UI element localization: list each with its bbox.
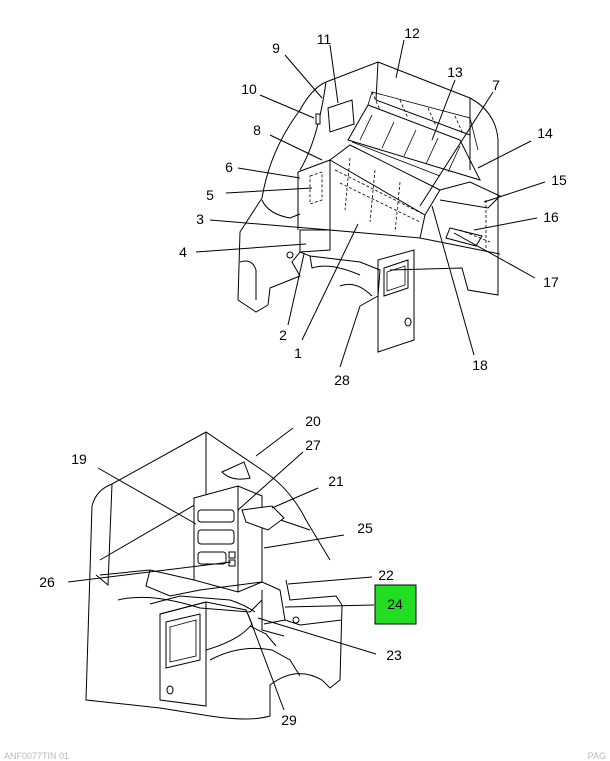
callout-19: 19	[71, 451, 87, 467]
callout-11: 11	[317, 31, 332, 47]
callout-28: 28	[334, 372, 350, 388]
callout-27: 27	[305, 437, 321, 453]
callout-3: 3	[196, 211, 204, 227]
callout-15: 15	[551, 172, 567, 188]
callout-1: 1	[294, 345, 302, 361]
bottom-cab-illustration	[85, 431, 343, 720]
callout-16: 16	[543, 209, 559, 225]
top-callout-leaders	[195, 39, 546, 368]
callout-25: 25	[357, 520, 373, 536]
callout-7: 7	[492, 77, 500, 93]
callout-22: 22	[378, 567, 394, 583]
callout-26: 26	[39, 574, 55, 590]
callout-9: 9	[272, 40, 280, 56]
callout-13: 13	[447, 64, 463, 80]
callout-29: 29	[281, 712, 297, 728]
callout-17: 17	[543, 274, 559, 290]
callout-5: 5	[206, 187, 214, 203]
callout-8: 8	[253, 122, 261, 138]
callout-23: 23	[386, 647, 402, 663]
callout-20: 20	[305, 413, 321, 429]
callout-24: 24	[387, 596, 403, 612]
callout-numbers: 9 11 12 10 13 7 8 14 6 15 5 16 3 4 17 2 …	[39, 25, 567, 728]
highlight-box-24	[374, 584, 417, 625]
callout-2: 2	[279, 327, 287, 343]
footer-code: ANF0077TIN 01	[4, 751, 69, 761]
callout-18: 18	[472, 357, 488, 373]
callout-21: 21	[328, 473, 344, 489]
callout-10: 10	[241, 81, 257, 97]
callout-4: 4	[179, 244, 187, 260]
callout-12: 12	[404, 25, 420, 41]
callout-14: 14	[537, 125, 553, 141]
callout-6: 6	[225, 159, 233, 175]
top-cab-illustration	[237, 61, 501, 353]
bottom-callout-leaders	[67, 427, 377, 711]
footer-page: PAG	[588, 751, 606, 761]
